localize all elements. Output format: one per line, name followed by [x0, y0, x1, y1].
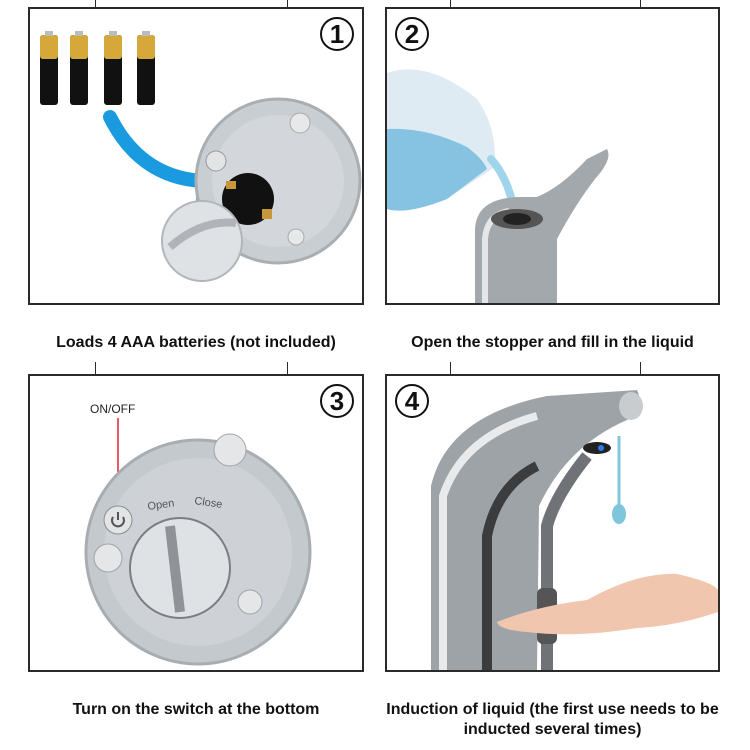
- battery-icon: [70, 31, 88, 105]
- step-2-caption: Open the stopper and fill in the liquid: [411, 334, 694, 351]
- refill-illustration: [387, 69, 609, 303]
- feet: [289, 112, 311, 134]
- cap-open-label: Open: [147, 497, 175, 513]
- frame-tick: [287, 362, 288, 374]
- step-4-caption: Induction of liquid (the first use needs…: [386, 701, 719, 738]
- step-number-badge: 2: [395, 17, 429, 51]
- cap-close-label: Close: [194, 495, 224, 511]
- dispensing-illustration: [431, 390, 718, 670]
- on-off-callout: ON/OFF: [90, 402, 136, 416]
- step-4-panel: 4: [385, 374, 720, 672]
- hand: [497, 573, 718, 635]
- power-icon: [205, 150, 227, 172]
- step-number-badge: 4: [395, 384, 429, 418]
- frame-tick: [95, 362, 96, 374]
- step-3-panel: Open Close ON/OFF 3: [28, 374, 364, 672]
- battery-icon: [137, 31, 155, 105]
- sensor: [583, 442, 611, 454]
- frame-tick: [287, 0, 288, 7]
- step-number-badge: 1: [320, 17, 354, 51]
- frame-tick: [450, 0, 451, 7]
- step-number-badge: 3: [320, 384, 354, 418]
- compartment-cap: [129, 517, 231, 619]
- frame-tick: [450, 362, 451, 374]
- frame-tick: [95, 0, 96, 7]
- curved-arrow-icon: [103, 110, 209, 188]
- switch-illustration: Open Close: [84, 418, 312, 666]
- battery-icon: [104, 31, 122, 105]
- step-1-caption: Loads 4 AAA batteries (not included): [56, 334, 336, 351]
- feet: [213, 433, 247, 467]
- battery-install-illustration: [40, 31, 362, 282]
- frame-tick: [640, 362, 641, 374]
- step-1-panel: 1: [28, 7, 364, 305]
- frame-tick: [640, 0, 641, 7]
- step-3-caption: Turn on the switch at the bottom: [72, 701, 320, 718]
- dispenser-body: [475, 149, 609, 303]
- step-2-panel: 2: [385, 7, 720, 305]
- battery-icon: [40, 31, 58, 105]
